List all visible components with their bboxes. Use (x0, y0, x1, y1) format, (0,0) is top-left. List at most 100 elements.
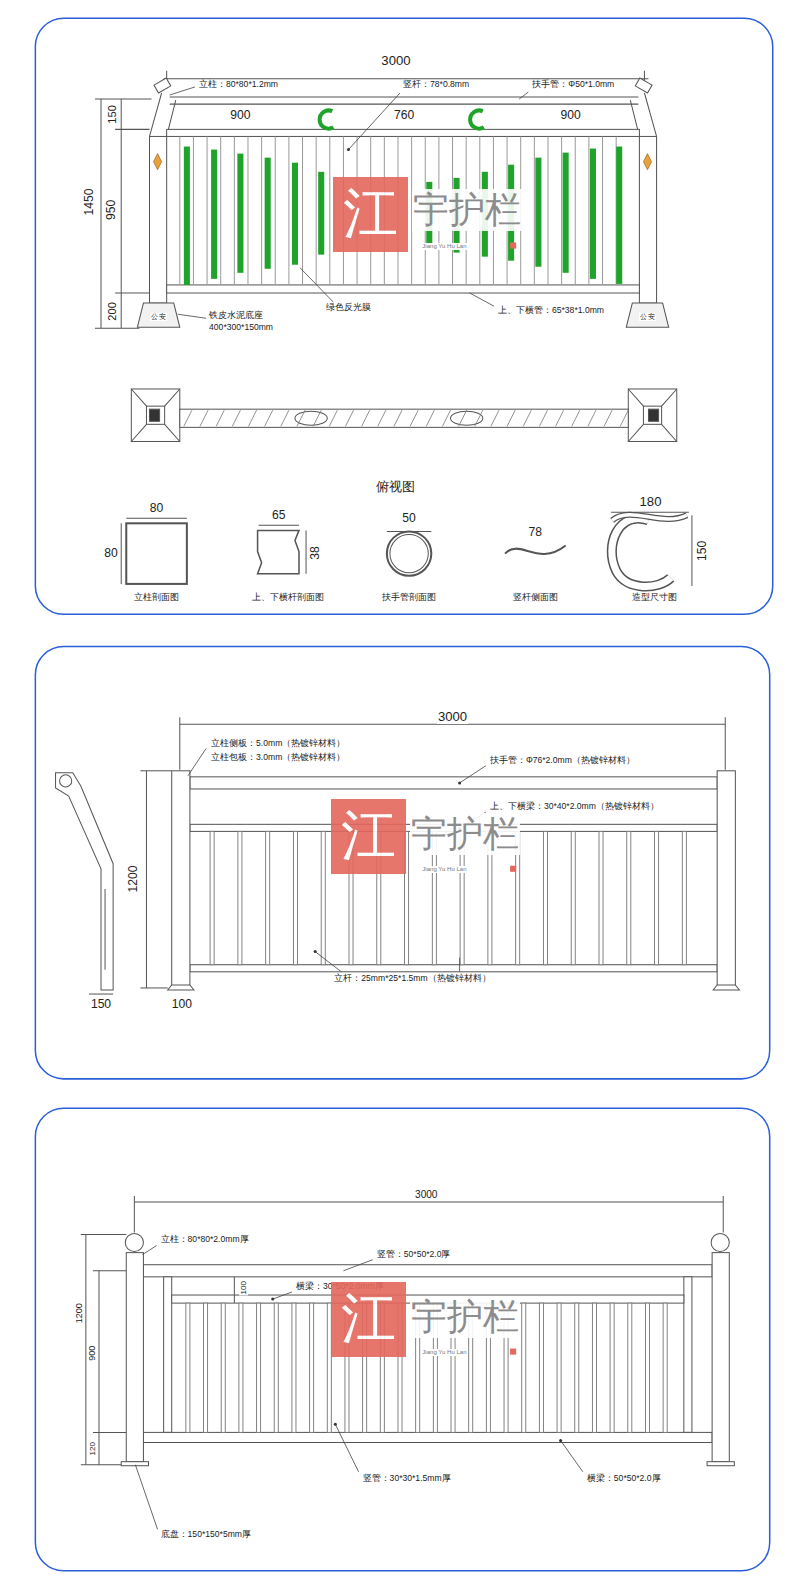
railing-frame (167, 285, 640, 293)
railing-frame (190, 965, 717, 972)
picket (575, 136, 576, 284)
picket (257, 1303, 261, 1432)
watermark-text: 江 (331, 799, 406, 874)
leader-dot (458, 781, 461, 784)
dimension-number: 150 (696, 539, 710, 561)
c-ornament (470, 110, 484, 128)
green-reflective-film (184, 147, 622, 285)
railing-frame (121, 99, 122, 328)
picket (610, 1303, 614, 1432)
railing-frame (723, 1196, 724, 1232)
section-views (612, 515, 687, 521)
picket (234, 136, 235, 284)
section-views (612, 515, 687, 521)
picket (221, 1303, 225, 1432)
railing-frame (170, 104, 639, 105)
callout-label: 400*300*150mm (208, 323, 274, 333)
leader-line (188, 749, 206, 776)
dimension-number: 78 (528, 526, 543, 540)
picket (547, 136, 548, 284)
railing-frame (98, 1271, 99, 1465)
callout-label: 扶手管：Φ50*1.0mm (531, 80, 615, 90)
top-view-hatch (620, 410, 628, 426)
panel-border (35, 18, 772, 1571)
dimension-number: 100 (239, 1280, 248, 1295)
picket (266, 831, 270, 964)
top-view-hatch (313, 410, 321, 426)
top-view-hatch (539, 410, 547, 426)
green-reflective-film (184, 147, 190, 285)
railing-frame (81, 1464, 123, 1465)
dimension-number: 1450 (83, 188, 97, 217)
callout-label: 铁皮水泥底座 (208, 311, 264, 321)
railing-frame (101, 99, 102, 328)
picket (210, 831, 214, 964)
top-view-hatch (184, 410, 628, 426)
warning-badge (154, 154, 652, 170)
section-views (121, 512, 692, 586)
top-view-hatch (184, 410, 192, 426)
callout-label: 俯视图 (375, 479, 416, 494)
picket (561, 136, 562, 284)
callout-label: 底盘：150*150*5mm厚 (160, 1530, 252, 1540)
dimension-number: 65 (271, 509, 286, 523)
callout-label: 立柱侧板：5.0mm（热镀锌材料） (210, 739, 346, 749)
top-view (131, 389, 179, 442)
leader-dot (314, 950, 317, 953)
callout-label: 横梁：50*50*2.0厚 (586, 1474, 662, 1484)
railing-frame (85, 1234, 86, 1464)
top-view-hatch (394, 410, 402, 426)
callout-label: 上、下横梁：30*40*2.0mm（热镀锌材料） (489, 802, 660, 812)
top-view-hatch (604, 410, 612, 426)
picket (655, 831, 659, 964)
callout-label: 上、下横杆剖面图 (251, 593, 325, 603)
picket (204, 1303, 208, 1432)
warning-badge (643, 154, 651, 170)
railing-frame (713, 985, 739, 990)
picket (557, 1303, 561, 1432)
leader-dot (271, 148, 562, 1442)
picket (571, 831, 575, 964)
watermark-mark (510, 866, 516, 872)
railing-frame (140, 770, 171, 771)
leader-line (178, 314, 206, 318)
picket (292, 1303, 296, 1432)
dimension-number: 38 (309, 545, 323, 560)
railing-frame (180, 724, 725, 725)
picket (522, 1303, 526, 1432)
green-reflective-film (292, 163, 298, 265)
green-reflective-film (590, 149, 596, 279)
railing-frame (115, 293, 149, 294)
dimension-number: 3000 (380, 53, 411, 68)
callout-label: 扶手管剖面图 (381, 593, 437, 603)
picket (329, 136, 330, 284)
callout-label: 公 安 (639, 313, 657, 321)
picket (275, 136, 276, 284)
railing-frame (143, 1432, 712, 1442)
railing-frame (134, 1202, 723, 1203)
railing-frame (81, 1196, 735, 1466)
section-views (258, 530, 299, 573)
leader-line (460, 766, 486, 783)
top-view-hatch (475, 410, 483, 426)
railing-frame (105, 889, 106, 970)
dimension-number: 80 (149, 502, 164, 516)
picket (274, 1303, 278, 1432)
railing-frame (56, 773, 114, 990)
railing-frame (140, 987, 167, 988)
railing-frame (168, 985, 194, 990)
picket (193, 136, 194, 284)
watermark-text: Jiang Yu Hu Lan (421, 243, 467, 250)
watermark-text: 宇护栏 (410, 1296, 520, 1338)
railing-frame (626, 303, 668, 327)
green-reflective-film (616, 147, 622, 284)
green-reflective-film (563, 153, 569, 273)
section-views (390, 534, 428, 572)
railing-frame (134, 1196, 135, 1232)
top-view (643, 406, 661, 424)
railing-frame (137, 303, 179, 327)
picket (239, 1303, 243, 1432)
railing-frame (95, 328, 139, 329)
top-view-hatch (265, 410, 273, 426)
leader-dot (334, 1423, 337, 1426)
